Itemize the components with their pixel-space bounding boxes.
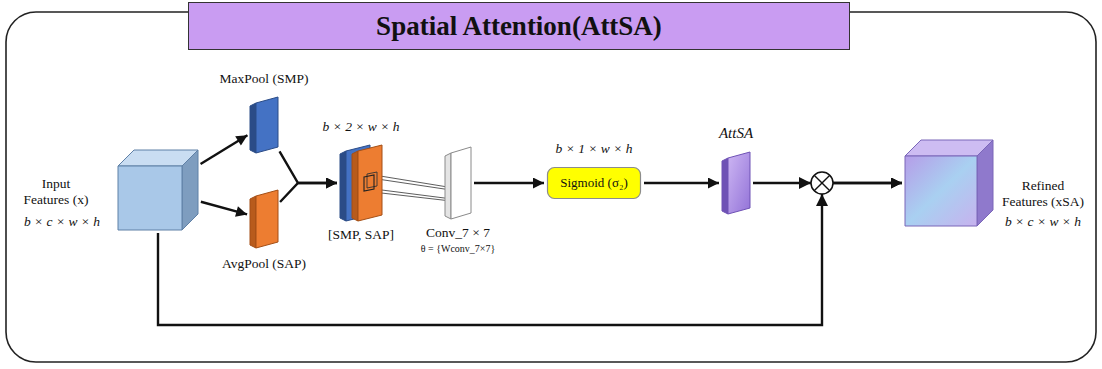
node-label: AvgPool (SAP) xyxy=(222,256,306,272)
attention-map: AttSA xyxy=(722,152,750,214)
map-face xyxy=(256,190,278,248)
node-label: b × 1 × w × h xyxy=(556,141,633,157)
arrow-connector xyxy=(644,182,719,184)
frame-border xyxy=(6,12,1096,362)
input-cube: Input Features (x)b × c × w × h xyxy=(118,150,198,230)
arrow-connector xyxy=(158,183,902,325)
map-face xyxy=(256,97,278,153)
maxpool-map: MaxPool (SMP) xyxy=(250,97,278,153)
map-edge xyxy=(250,196,256,248)
multiply-symbol xyxy=(799,172,833,206)
concat-maps-shape xyxy=(340,145,382,221)
map-edge xyxy=(722,158,728,214)
node-sublabel: [SMP, SAP] xyxy=(328,227,394,243)
cube-front xyxy=(905,156,977,226)
cube-front xyxy=(118,166,182,230)
map-face xyxy=(358,145,382,221)
node-label: MaxPool (SMP) xyxy=(220,71,309,87)
concat-maps: b × 2 × w × h[SMP, SAP] xyxy=(340,145,382,221)
map-edge xyxy=(445,153,451,219)
conv-map: Conv_7 × 7θ = {Wconv_7×7} xyxy=(445,147,471,219)
conv-map-shape xyxy=(445,147,471,219)
arrow-connector xyxy=(474,182,544,184)
node-label: Conv_7 × 7 xyxy=(426,225,490,241)
map-face xyxy=(451,147,471,219)
map-face xyxy=(728,152,750,214)
map-edge xyxy=(352,151,358,221)
node-sublabel: θ = {Wconv_7×7} xyxy=(421,243,496,255)
node-label: Refined Features (xSA) xyxy=(999,178,1087,210)
cube-side xyxy=(977,140,993,226)
avgpool-map-shape xyxy=(250,190,278,248)
refined-cube-shape xyxy=(905,140,993,226)
arrow-connector xyxy=(201,135,248,164)
diagram-title: Spatial Attention(AttSA) xyxy=(376,11,662,42)
arrow-connector xyxy=(280,151,337,183)
map-edge xyxy=(250,103,256,153)
node-sublabel: b × c × w × h xyxy=(1005,214,1081,230)
node-sublabel: b × c × w × h xyxy=(24,214,100,230)
maxpool-map-shape xyxy=(250,97,278,153)
node-label: b × 2 × w × h xyxy=(323,119,400,135)
node-label: AttSA xyxy=(719,124,753,142)
sigmoid-shape xyxy=(548,168,641,199)
input-cube-shape xyxy=(118,150,198,230)
sigmoid-box: b × 1 × w × hSigmoid (σ₂) xyxy=(547,167,641,199)
arrow-connector xyxy=(280,183,337,202)
refined-cube: Refined Features (xSA)b × c × w × h xyxy=(905,140,993,226)
kernel-window xyxy=(364,175,374,191)
node-label: Input Features (x) xyxy=(19,176,93,208)
title-band: Spatial Attention(AttSA) xyxy=(188,2,850,50)
cube-side xyxy=(182,150,198,230)
node-sublabel: Sigmoid (σ₂) xyxy=(560,175,628,191)
attention-map-shape xyxy=(722,152,750,214)
avgpool-map: AvgPool (SAP) xyxy=(250,190,278,248)
map-edge xyxy=(340,151,346,221)
arrow-connector xyxy=(201,202,247,215)
kernel-back xyxy=(367,172,377,188)
